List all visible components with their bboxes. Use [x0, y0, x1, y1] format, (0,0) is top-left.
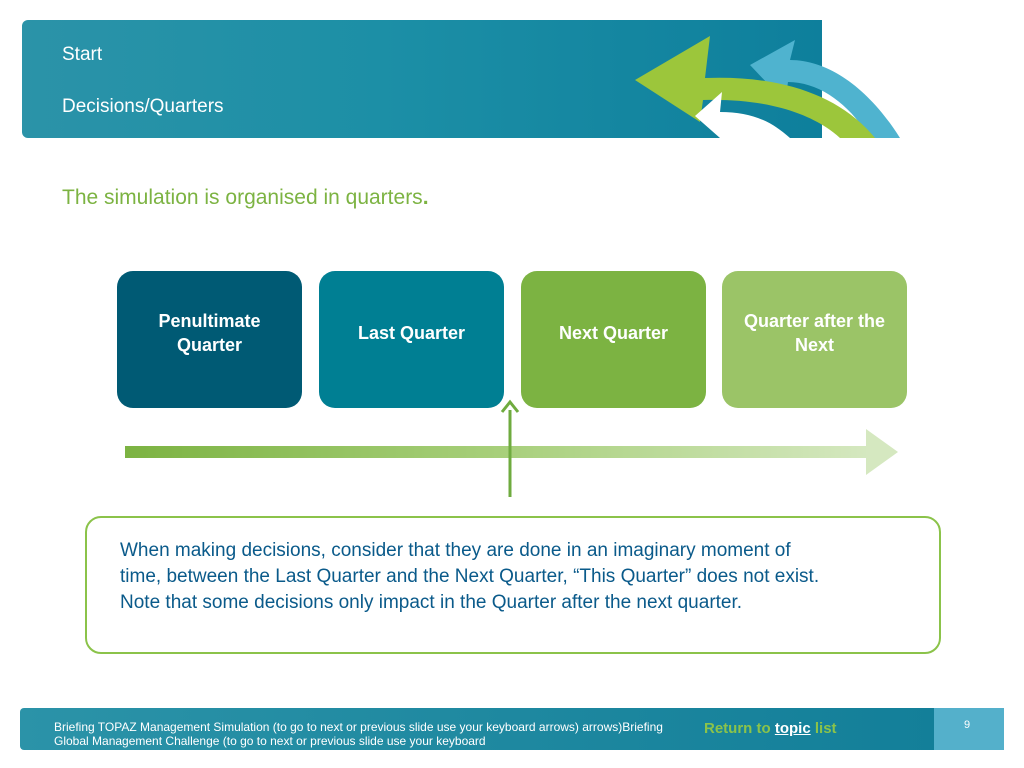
intro-punct: .: [422, 186, 429, 209]
slide-subtitle: Decisions/Quarters: [62, 96, 224, 117]
callout-line: When making decisions, consider that the…: [120, 540, 791, 561]
curved-arrows-graphic: [635, 36, 900, 138]
green-arrow-icon: [635, 36, 875, 138]
quarter-box-next: Next Quarter: [521, 271, 706, 408]
callout-line: time, between the Last Quarter and the N…: [120, 566, 820, 587]
slide-footer: Briefing TOPAZ Management Simulation (to…: [20, 708, 934, 750]
timeline-arrow-icon: [125, 429, 898, 475]
footer-briefing-text: Briefing TOPAZ Management Simulation (to…: [54, 720, 663, 748]
blue-arrow-icon: [750, 40, 900, 138]
header-text: Start Decisions/Quarters: [62, 42, 224, 120]
intro-text: The simulation is organised in quarters: [62, 186, 423, 209]
quarter-label: Last Quarter: [357, 322, 466, 343]
quarter-label: Next Quarter: [558, 322, 669, 343]
return-prefix: Return to: [704, 720, 771, 737]
quarter-box-after-next: Quarter after the Next: [722, 271, 907, 408]
topic-link[interactable]: topic: [774, 720, 811, 737]
quarter-label: Penultimate Quarter: [158, 310, 261, 355]
intro-sentence: The simulation is organised in quarters.: [62, 186, 429, 210]
return-to-topic-link[interactable]: Return to topic list: [704, 720, 837, 737]
decision-note-callout: When making decisions, consider that the…: [85, 516, 941, 654]
slide-title: Start: [62, 44, 103, 65]
quarter-box-last: Last Quarter: [319, 271, 504, 408]
page-number: 9: [964, 719, 971, 731]
white-arrow-icon: [695, 92, 790, 138]
callout-line: Note that some decisions only impact in …: [120, 592, 743, 613]
quarter-box-penultimate: Penultimate Quarter: [117, 271, 302, 408]
now-marker-arrow-icon: [500, 399, 520, 497]
return-suffix: list: [814, 720, 837, 737]
footer-page-box: 9: [934, 708, 1004, 750]
quarter-label: Quarter after the Next: [743, 310, 886, 355]
